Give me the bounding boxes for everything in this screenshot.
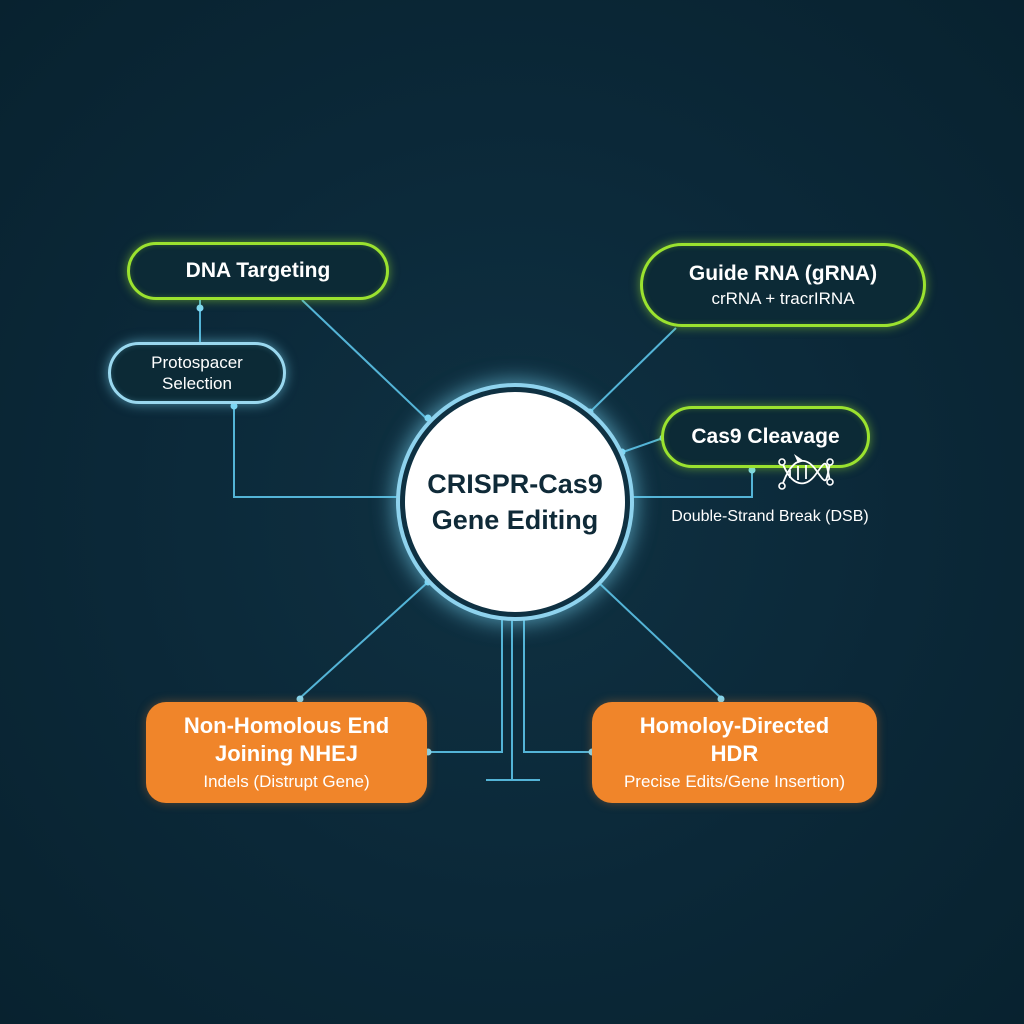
protospacer-selection-node: Protospacer Selection <box>108 342 286 404</box>
protospacer-line1: Protospacer <box>151 352 243 372</box>
connector-dot <box>717 695 725 703</box>
connector-cas9 <box>619 437 664 454</box>
connector-guide-rna <box>589 327 677 413</box>
dna-targeting-title: DNA Targeting <box>185 258 331 282</box>
connector-dot <box>424 414 432 422</box>
connector-dna-targeting <box>301 299 429 421</box>
hdr-title-line1: Homoloy-Directed <box>639 713 830 739</box>
nhej-subtitle: Indels (Distrupt Gene) <box>203 772 370 792</box>
hdr-node: Homoloy-Directed HDR Precise Edits/Gene … <box>592 702 877 803</box>
nhej-title-line2: Joining NHEJ <box>214 740 358 766</box>
guide-rna-node: Guide RNA (gRNA) crRNA + tracrIRNA <box>640 243 926 327</box>
connector-dot <box>618 448 626 456</box>
connector-dsb <box>627 468 753 498</box>
connector-stem-left <box>428 614 503 753</box>
connector-protospacer-center <box>233 404 402 498</box>
dna-targeting-node: DNA Targeting <box>127 242 389 300</box>
hdr-subtitle: Precise Edits/Gene Insertion) <box>623 772 846 792</box>
protospacer-line2: Selection <box>162 374 232 393</box>
connector-dot <box>748 466 756 474</box>
nhej-node: Non-Homolous End Joining NHEJ Indels (Di… <box>146 702 427 803</box>
dsb-label: Double-Strand Break (DSB) <box>671 508 869 525</box>
hdr-title-line2: HDR <box>710 740 759 766</box>
connector-dot <box>196 304 204 312</box>
connector-stem-right <box>523 614 592 753</box>
center-title-line1: CRISPR-Cas9 <box>427 468 603 499</box>
connector-center-nhej <box>299 581 429 699</box>
dna-scissors-icon <box>778 454 834 490</box>
cas9-cleavage-node: Cas9 Cleavage <box>661 406 870 468</box>
cas9-title: Cas9 Cleavage <box>691 424 840 448</box>
guide-rna-title: Guide RNA (gRNA) <box>688 262 878 286</box>
connector-center-hdr <box>597 581 722 699</box>
nhej-title-line1: Non-Homolous End <box>183 713 390 739</box>
connector-dot <box>230 402 238 410</box>
center-title-line2: Gene Editing <box>431 505 599 535</box>
guide-rna-subtitle: crRNA + tracrIRNA <box>711 288 855 308</box>
connector-dot <box>296 695 304 703</box>
crispr-cas9-center-node: CRISPR-Cas9 Gene Editing <box>400 387 630 617</box>
